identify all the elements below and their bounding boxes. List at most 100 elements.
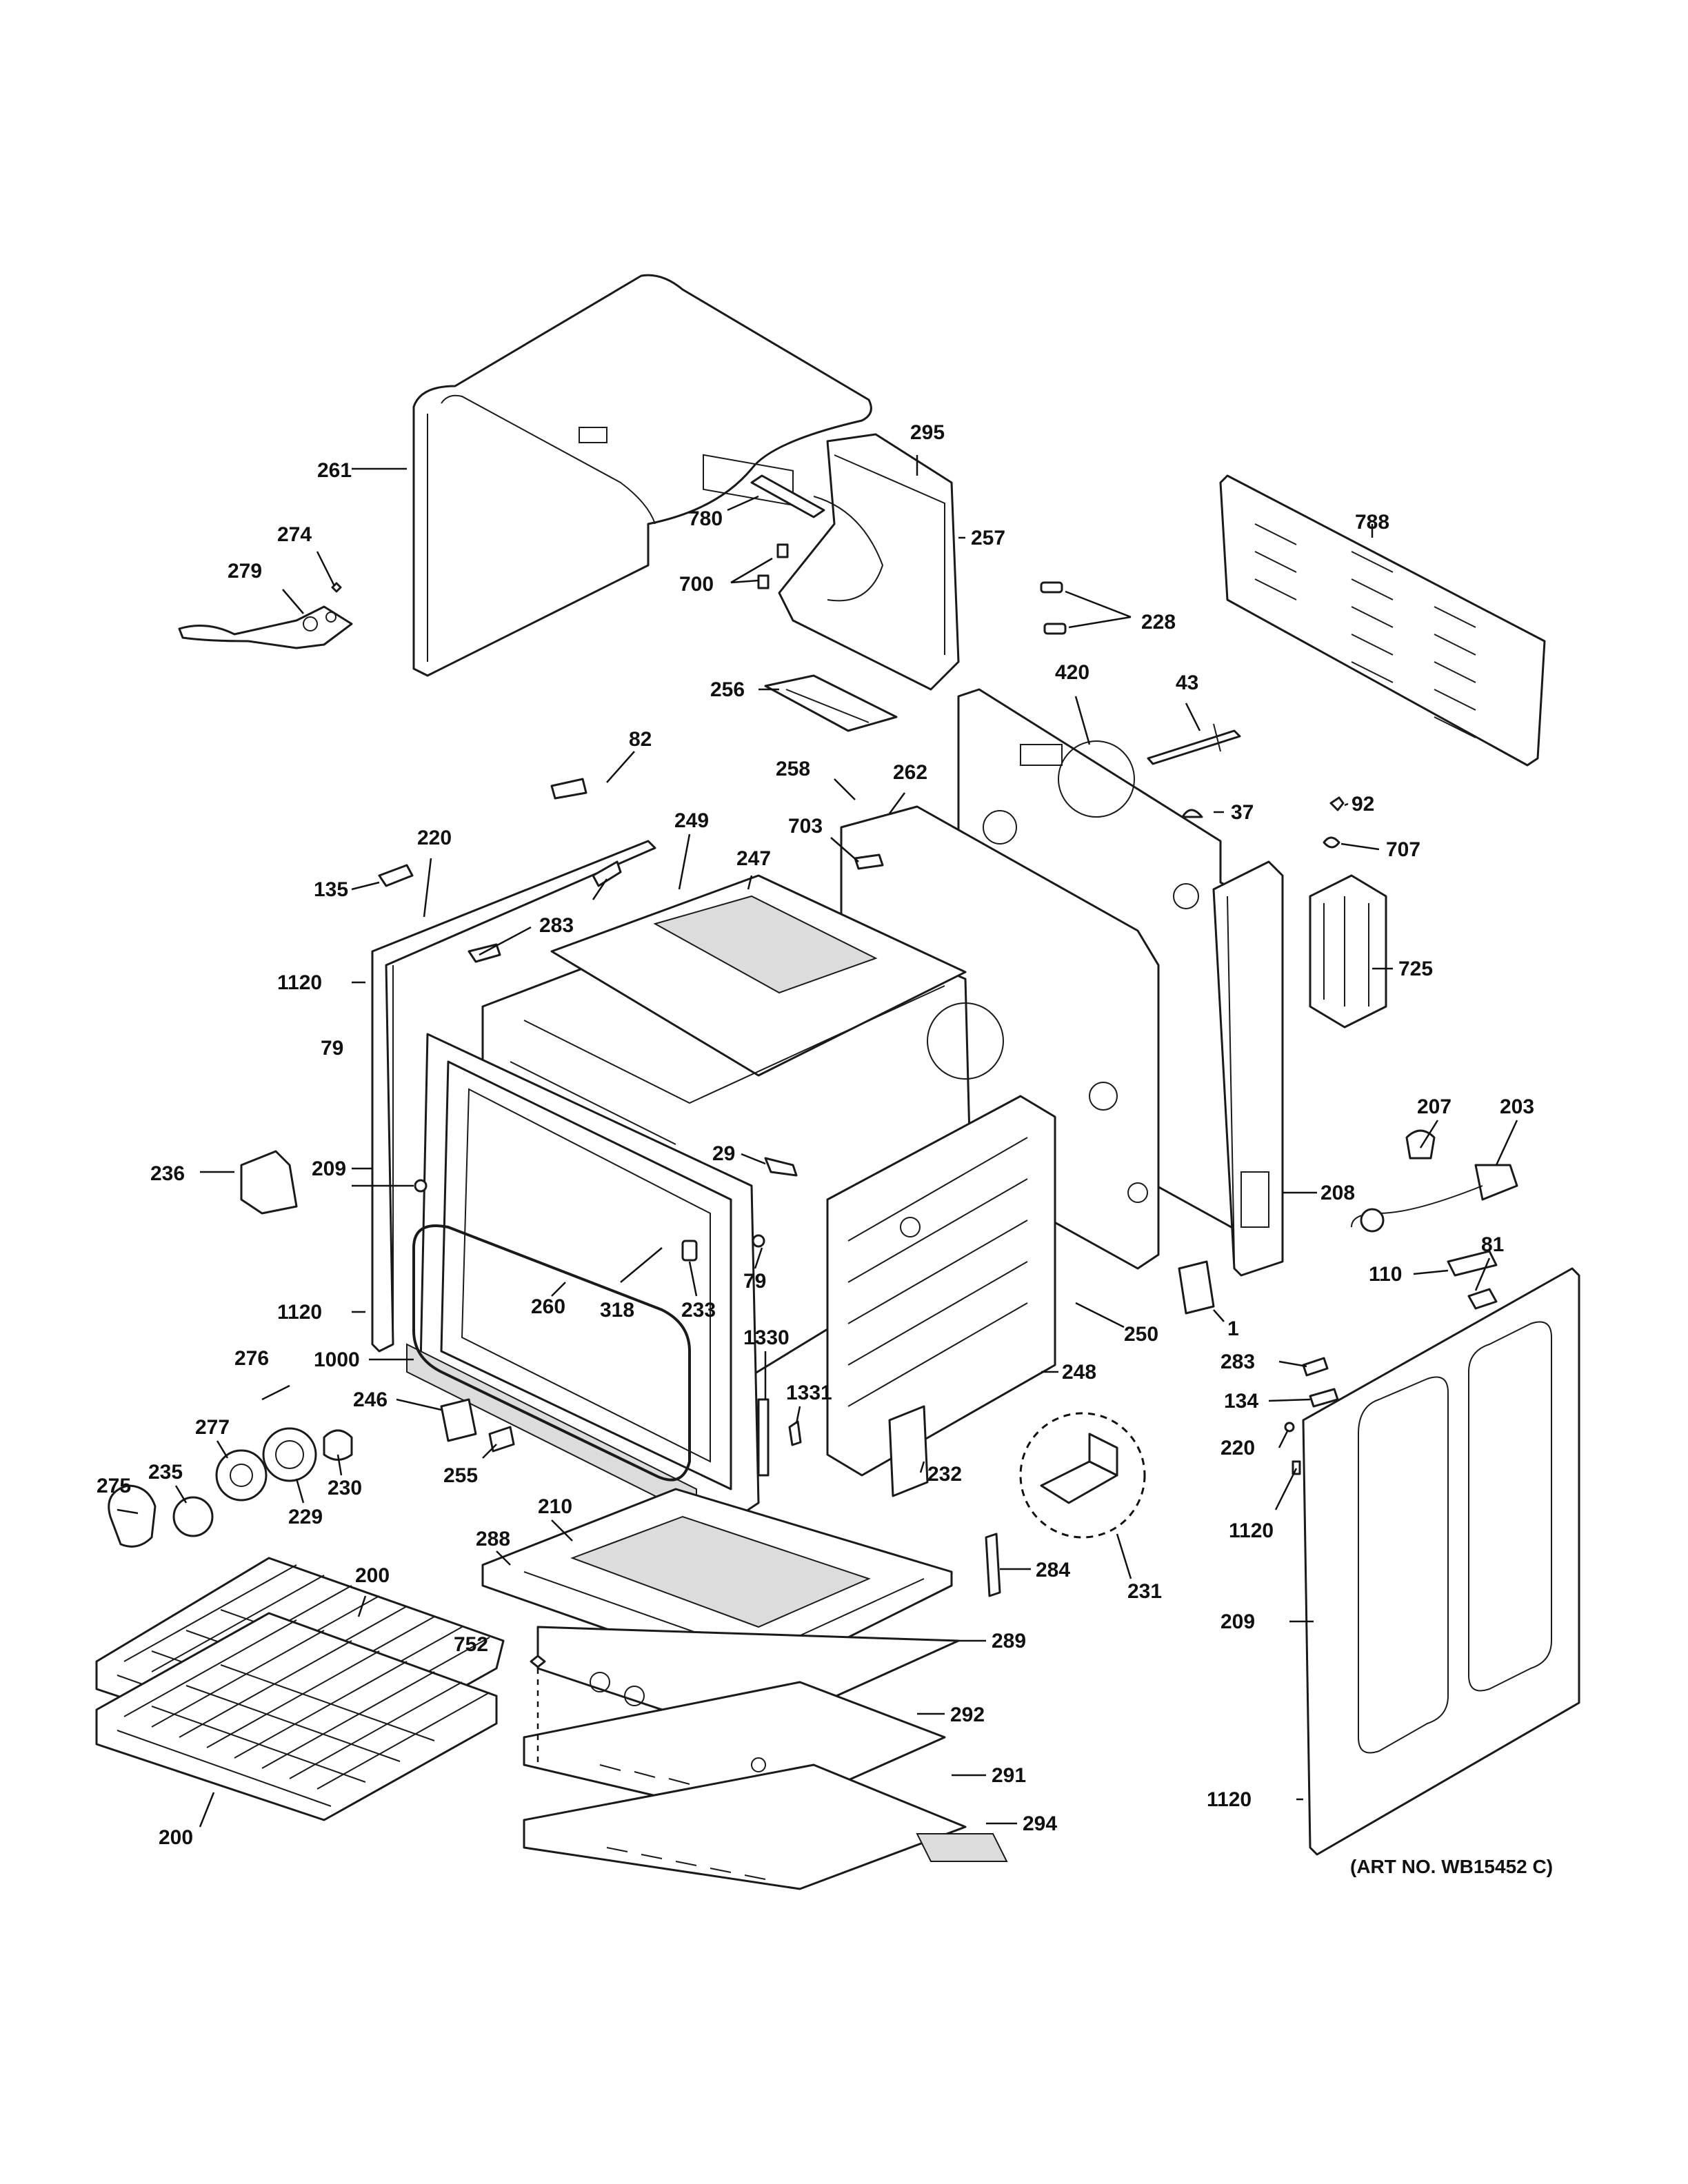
- callout-725: 725: [1398, 958, 1433, 980]
- callout-labels: 261 274 279 295 780 257 700 256 228 788 …: [97, 421, 1553, 1877]
- callout-250: 250: [1124, 1323, 1158, 1346]
- part-261-top-cover: [412, 274, 872, 677]
- callout-229: 229: [288, 1506, 323, 1528]
- callout-220-lower: 220: [1220, 1437, 1255, 1459]
- part-788-back-panel: [1219, 474, 1546, 767]
- callout-700: 700: [679, 573, 714, 596]
- callout-1000: 1000: [314, 1348, 360, 1371]
- part-228-clips: [1040, 581, 1067, 635]
- art-number: (ART NO. WB15452 C): [1350, 1856, 1553, 1877]
- callout-200-upper: 200: [355, 1564, 390, 1587]
- part-110-terminal: [1178, 1250, 1498, 1315]
- part-203-power-cord: [1351, 1129, 1518, 1233]
- callout-788: 788: [1355, 511, 1389, 534]
- callout-295: 295: [910, 421, 945, 444]
- callout-210: 210: [538, 1495, 572, 1518]
- callout-1330: 1330: [743, 1326, 790, 1349]
- callout-92: 92: [1352, 793, 1374, 816]
- callout-256: 256: [710, 678, 745, 701]
- callout-246: 246: [353, 1388, 388, 1411]
- part-1330-hinge: [757, 1398, 802, 1477]
- callout-279: 279: [228, 560, 262, 583]
- callout-249: 249: [674, 809, 709, 832]
- callout-288: 288: [476, 1528, 510, 1550]
- callout-233: 233: [681, 1299, 716, 1322]
- callout-292: 292: [950, 1703, 985, 1726]
- callout-703: 703: [788, 815, 823, 838]
- callout-43: 43: [1176, 671, 1198, 694]
- part-248-side-insulation: [826, 1095, 1056, 1477]
- callout-1331: 1331: [786, 1382, 832, 1404]
- part-208-side-rail: [1212, 860, 1284, 1277]
- leader-lines: [117, 455, 1518, 1828]
- callout-29: 29: [712, 1142, 735, 1165]
- callout-1120-lower-left: 1120: [277, 1301, 322, 1324]
- callout-258: 258: [776, 758, 810, 780]
- part-292-bottom-panel: [523, 1681, 946, 1821]
- callout-318: 318: [600, 1299, 634, 1322]
- callout-260: 260: [531, 1295, 565, 1318]
- part-231-detail: [1019, 1412, 1146, 1539]
- part-294-drawer-slide: [916, 1833, 1008, 1862]
- callout-294: 294: [1023, 1812, 1057, 1835]
- part-134-hinge-clip: [1284, 1357, 1339, 1475]
- callout-277: 277: [195, 1416, 230, 1439]
- callout-37: 37: [1231, 801, 1254, 824]
- callout-110: 110: [1369, 1263, 1402, 1286]
- callout-255: 255: [443, 1464, 478, 1487]
- callout-275: 275: [97, 1475, 131, 1497]
- callout-420: 420: [1055, 661, 1089, 684]
- callout-248: 248: [1062, 1361, 1096, 1384]
- part-279-switch-assembly: [178, 582, 353, 649]
- callout-82: 82: [629, 728, 652, 751]
- part-29-sensor: [414, 1157, 798, 1262]
- callout-135: 135: [314, 878, 348, 901]
- callout-1: 1: [1227, 1317, 1239, 1340]
- callout-230: 230: [328, 1477, 362, 1499]
- callout-209-right: 209: [1220, 1610, 1255, 1633]
- callout-247: 247: [736, 847, 771, 870]
- callout-79-left: 79: [321, 1037, 343, 1060]
- callout-257: 257: [971, 527, 1005, 549]
- callout-289: 289: [992, 1630, 1026, 1652]
- callout-752: 752: [454, 1633, 488, 1656]
- callout-1120-right-upper: 1120: [1229, 1519, 1274, 1542]
- callout-291: 291: [992, 1764, 1026, 1787]
- part-209-left-side-panel: [371, 840, 656, 1353]
- callout-1120-upper-left: 1120: [277, 971, 322, 994]
- part-light-assembly: [108, 1427, 353, 1548]
- part-232-bracket: [888, 1405, 1001, 1597]
- callout-236: 236: [150, 1162, 185, 1185]
- callout-261: 261: [317, 459, 352, 482]
- part-200-oven-rack-bottom: [95, 1612, 498, 1821]
- callout-283-right: 283: [1220, 1351, 1255, 1373]
- callout-707: 707: [1386, 838, 1420, 861]
- callout-200-lower: 200: [159, 1826, 193, 1849]
- callout-208: 208: [1320, 1182, 1355, 1204]
- callout-235: 235: [148, 1461, 183, 1484]
- callout-220-upper: 220: [417, 827, 452, 849]
- part-318-door-gasket: [412, 1224, 691, 1482]
- part-246-vent-grille: [440, 1398, 515, 1453]
- callout-232: 232: [927, 1463, 962, 1486]
- callout-207: 207: [1417, 1095, 1451, 1118]
- callout-262: 262: [893, 761, 927, 784]
- callout-81: 81: [1481, 1233, 1504, 1256]
- part-209-right-side-panel: [1302, 1267, 1580, 1856]
- callout-284: 284: [1036, 1559, 1070, 1581]
- callout-79-right: 79: [743, 1270, 766, 1293]
- callout-231: 231: [1127, 1580, 1162, 1603]
- callout-209-left: 209: [312, 1157, 346, 1180]
- part-725-bracket: [1309, 874, 1387, 1029]
- callout-283-left: 283: [539, 914, 574, 937]
- part-295-vent-duct: [750, 433, 960, 732]
- callout-276: 276: [234, 1347, 269, 1370]
- callout-780: 780: [688, 507, 723, 530]
- part-752-screw: [530, 1655, 546, 1765]
- part-small-fasteners: [1147, 723, 1345, 849]
- callout-203: 203: [1500, 1095, 1534, 1118]
- callout-1120-right-lower: 1120: [1207, 1788, 1252, 1811]
- callout-228: 228: [1141, 611, 1176, 634]
